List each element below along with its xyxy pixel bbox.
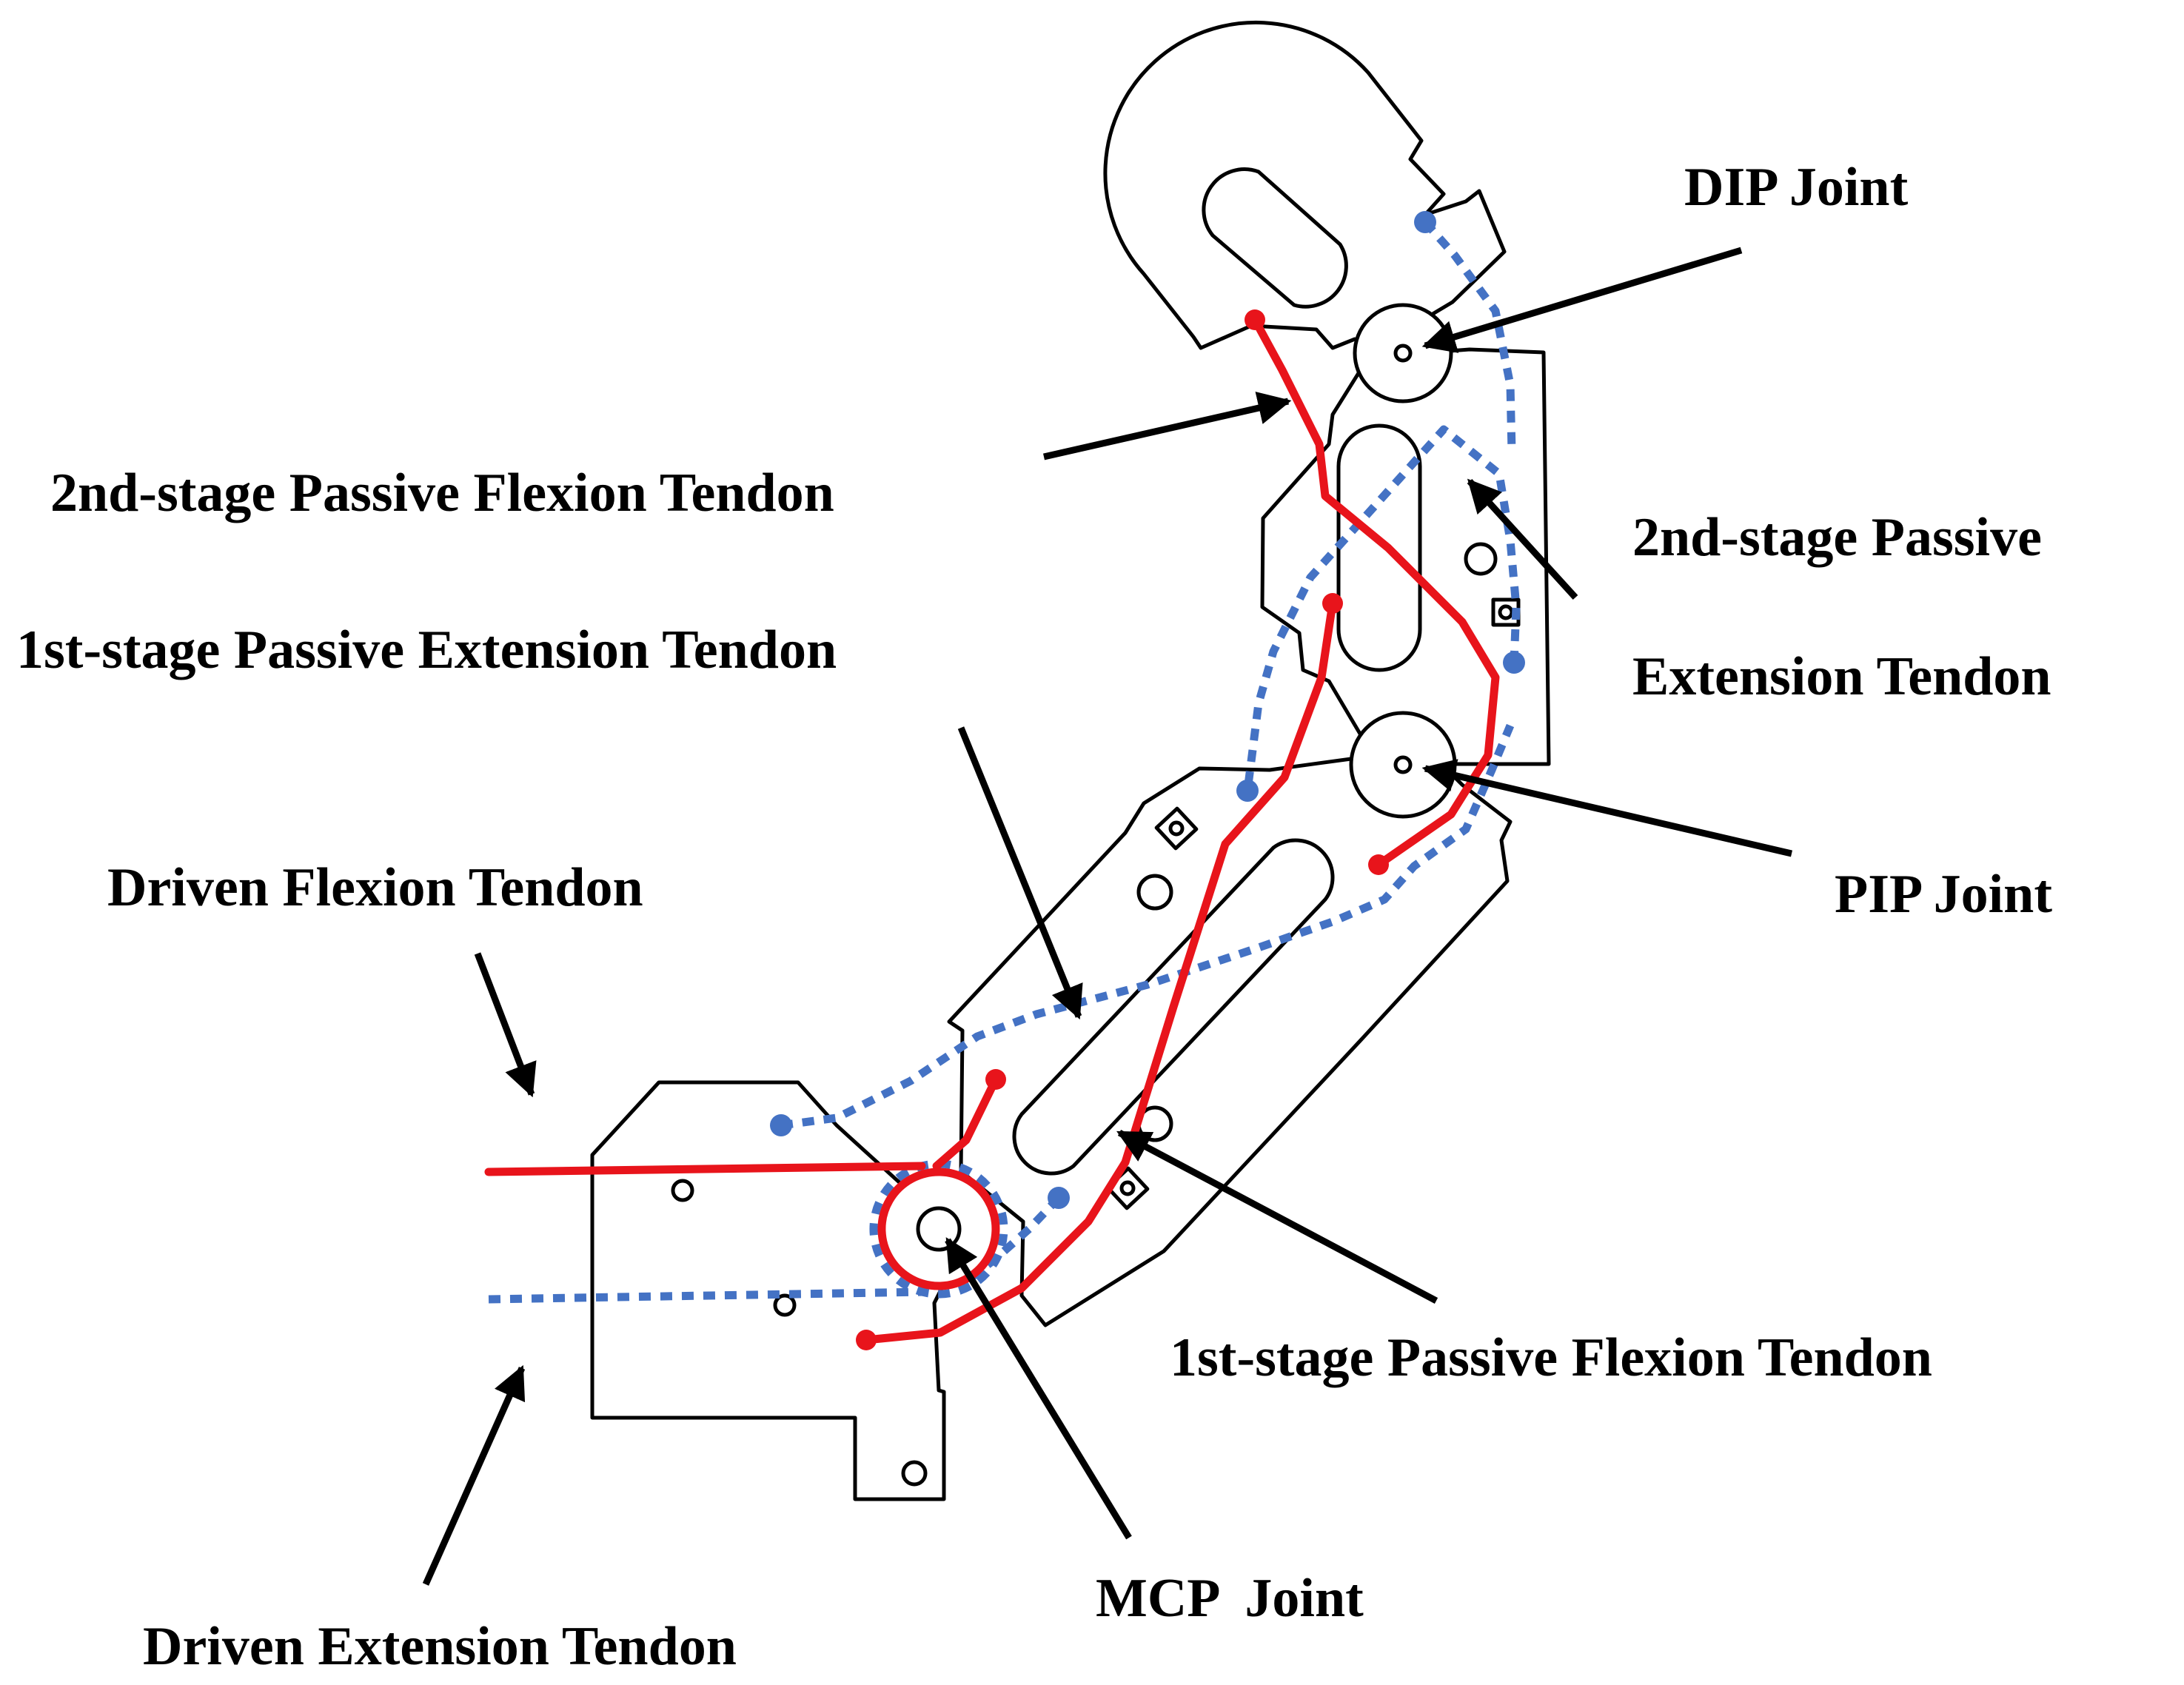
first-ext-arrow <box>957 726 1083 1020</box>
label-driven-extension: Driven Extension Tendon <box>143 1616 737 1677</box>
middle-phalanx <box>1260 342 1551 768</box>
driven-ext-arrow <box>422 1364 526 1586</box>
second-stage-passive-extension-tendon <box>1243 425 1521 791</box>
flexion-tendons <box>484 315 1500 1344</box>
base-hole-3 <box>901 1460 928 1487</box>
label-first-stage-flexion: 1st-stage Passive Flexion Tendon <box>1170 1327 1932 1388</box>
label-pip-joint: PIP Joint <box>1835 864 2052 925</box>
red-endpoint-distal <box>1245 309 1265 330</box>
labels: DIP Joint 2nd-stage Passive Flexion Tend… <box>16 157 2052 1677</box>
callout-arrows <box>422 247 1793 1586</box>
mcp-arrow <box>945 1237 1132 1540</box>
pip-arrow <box>1421 759 1793 857</box>
tendon-end-points <box>770 211 1525 1350</box>
label-second-stage-extension-2: Extension Tendon <box>1632 646 2051 707</box>
mcp-flexion-wrap <box>877 1168 1000 1290</box>
mcp-extension-wrap <box>869 1159 1008 1299</box>
driven-extension-tendon <box>488 1287 926 1304</box>
red-endpoint-middle <box>1322 593 1343 614</box>
blue-endpoint-distal <box>1414 211 1436 233</box>
middle-slot <box>1336 423 1422 672</box>
second-stage-passive-flexion-tendon <box>1250 315 1500 869</box>
first-stage-passive-flexion-tendon <box>862 599 1337 1344</box>
mcp-flexion-branch <box>932 1075 1000 1170</box>
label-mcp-joint: MCP Joint <box>1096 1568 1364 1629</box>
second-ext-arrow <box>1467 478 1578 600</box>
red-endpoint-base <box>985 1069 1006 1090</box>
proximal-anchor-dot-upper <box>1168 820 1185 837</box>
label-first-stage-extension: 1st-stage Passive Extension Tendon <box>16 620 837 680</box>
proximal-anchor-dot-lower <box>1119 1180 1136 1196</box>
driven-flexion-tendon <box>484 1162 926 1176</box>
blue-endpoint-middle <box>1503 651 1525 674</box>
dip-joint-boss <box>1353 303 1453 403</box>
driven-flex-arrow <box>474 952 537 1098</box>
blue-endpoint-inner <box>1048 1187 1070 1209</box>
base-hole-2 <box>773 1293 797 1317</box>
middle-hole <box>1464 542 1498 576</box>
blue-endpoint-proximal <box>1236 780 1259 802</box>
second-flex-arrow <box>1043 392 1292 460</box>
label-second-stage-extension-1: 2nd-stage Passive <box>1632 507 2042 568</box>
label-driven-flexion: Driven Flexion Tendon <box>107 857 643 918</box>
distal-phalanx <box>1103 20 1507 352</box>
proximal-hole-upper <box>1136 874 1173 911</box>
label-dip-joint: DIP Joint <box>1684 157 1909 218</box>
base-hole-1 <box>671 1179 694 1202</box>
first-stage-passive-extension-tendon <box>780 723 1515 1130</box>
dip-arrow <box>1421 247 1743 353</box>
red-endpoint-root <box>856 1330 877 1350</box>
red-endpoint-proximal <box>1368 854 1389 875</box>
middle-anchor-dot <box>1498 604 1514 620</box>
label-second-stage-flexion: 2nd-stage Passive Flexion Tendon <box>50 463 834 523</box>
distal-extension-tendon <box>1421 219 1516 452</box>
distal-slot <box>1202 167 1348 309</box>
blue-endpoint-base <box>770 1114 792 1136</box>
pip-joint-boss <box>1349 711 1457 819</box>
first-flex-arrow <box>1116 1130 1438 1304</box>
extension-tendons <box>488 219 1521 1304</box>
